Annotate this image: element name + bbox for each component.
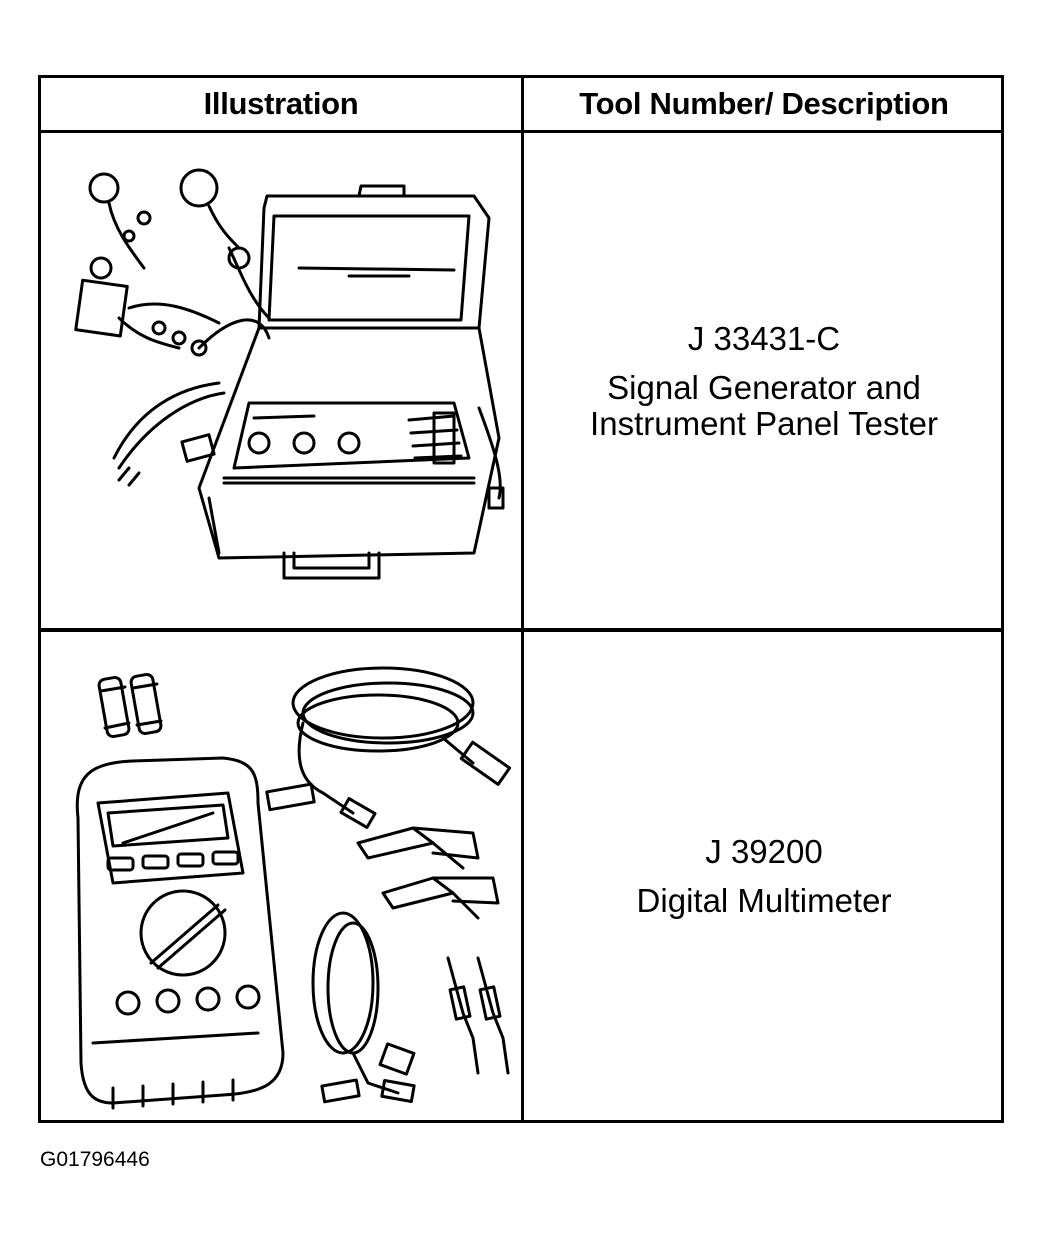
tool-description: Signal Generator and Instrument Panel Te… xyxy=(590,368,938,442)
digital-multimeter-icon xyxy=(53,643,513,1118)
tool-cell-j39200: J 39200 Digital Multimeter xyxy=(524,632,1004,1120)
column-divider xyxy=(521,78,524,1120)
description-line: Digital Multimeter xyxy=(636,882,892,919)
signal-generator-case-icon xyxy=(59,158,509,598)
description-line: Instrument Panel Tester xyxy=(590,404,938,442)
figure-id: G01796446 xyxy=(40,1148,150,1171)
tool-description: Digital Multimeter xyxy=(637,883,892,919)
description-line: Signal Generator and xyxy=(607,368,921,406)
tool-table: Illustration Tool Number/ Description xyxy=(38,75,1004,1123)
tool-number: J 39200 xyxy=(705,833,823,870)
illustration-header: Illustration xyxy=(203,86,359,121)
tool-number: J 33431-C xyxy=(687,319,841,357)
description-header: Tool Number/ Description xyxy=(579,86,949,121)
tool-cell-j33431c: J 33431-C Signal Generator and Instrumen… xyxy=(524,133,1004,628)
